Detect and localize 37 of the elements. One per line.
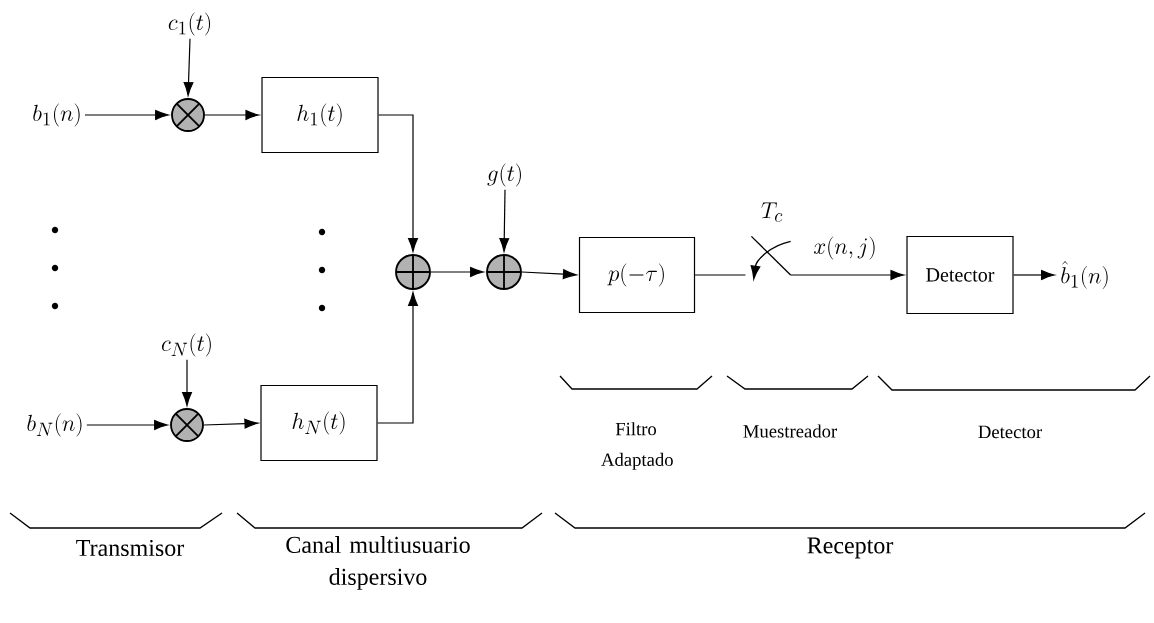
arrow — [86, 420, 168, 430]
sampling-period-label: $T_c$ — [761, 202, 783, 222]
arrow — [204, 110, 260, 120]
connector-line — [694, 274, 746, 276]
edge-label: $x(n,j)$ — [814, 236, 875, 260]
section-label: Receptor — [807, 537, 894, 559]
adder-symbol — [486, 254, 522, 290]
signal-label: $b_1(n)$ — [33, 103, 80, 127]
arrow — [430, 267, 484, 277]
signal-label: $c_1(t)$ — [168, 12, 211, 36]
section-label: Detector — [978, 425, 1042, 439]
switch-symbol — [750, 235, 792, 280]
arrow — [378, 114, 418, 252]
arrow — [1013, 270, 1055, 280]
multiplier-symbol — [170, 408, 204, 442]
arrow — [499, 189, 510, 252]
multiplier-symbol — [171, 98, 205, 132]
section-label: Muestreador — [743, 424, 838, 438]
filter-box: $p(-\tau)$ — [578, 236, 696, 314]
section-label: Canal multiusuario dispersivo — [286, 536, 470, 590]
signal-label: $g(t)$ — [487, 163, 521, 187]
adder-symbol — [395, 254, 431, 290]
filter-box: $h_1(t)$ — [261, 76, 379, 154]
arrow — [183, 38, 194, 96]
signal-label: $c_N(t)$ — [162, 333, 211, 357]
arrow — [203, 418, 259, 429]
arrow — [377, 292, 418, 424]
section-label: Filtro Adaptado — [601, 422, 673, 470]
detector-box: Detector — [906, 235, 1014, 315]
signal-label: $\hat{b}_1(n)$ — [1061, 261, 1108, 289]
filter-box: $h_N(t)$ — [260, 384, 378, 462]
arrow — [790, 270, 905, 280]
signal-label: $b_N(n)$ — [27, 413, 82, 437]
arrow — [182, 359, 192, 406]
arrow — [84, 110, 169, 120]
arrow — [521, 269, 577, 280]
section-label: Transmisor — [76, 539, 185, 557]
